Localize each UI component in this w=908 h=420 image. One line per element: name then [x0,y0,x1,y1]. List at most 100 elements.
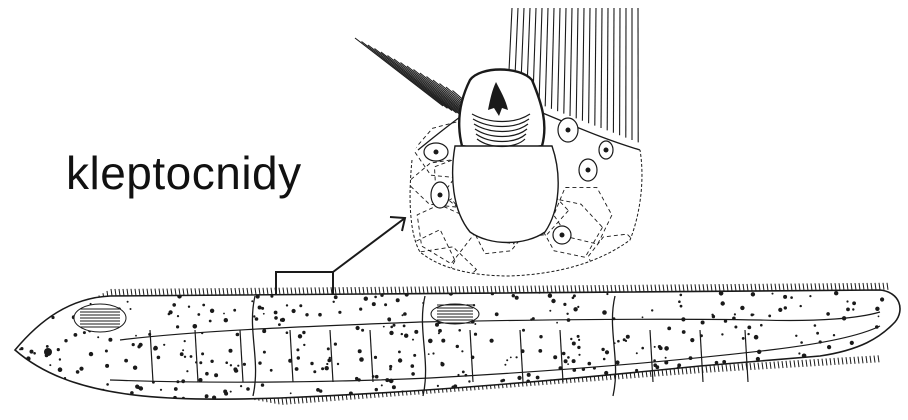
cilium [447,286,448,293]
fiber [362,42,448,109]
stipple-dot [168,313,171,316]
cilium [838,358,839,365]
cilium [739,284,740,291]
stipple-dot [665,357,667,359]
cilium [339,287,340,294]
stipple-dot [549,310,551,312]
cilium [315,287,316,294]
cilium [399,287,400,294]
stipple-dot [715,361,719,365]
cilium [323,287,324,294]
cilium [835,283,836,290]
stipple-dot [795,335,797,337]
cilium [487,286,488,293]
stipple-dot [868,377,872,381]
stipple-dot [438,329,442,333]
cilium [143,289,144,296]
stipple-dot [490,339,494,343]
mesh-cell [406,230,455,292]
stipple-dot [563,303,566,306]
stipple-dot [701,321,705,325]
stipple-dot [160,389,162,391]
stipple-dot [846,308,850,312]
stipple-dot [664,346,669,351]
stipple-dot [355,377,358,380]
stipple-dot [184,356,186,358]
stipple-dot [105,350,108,353]
stipple-dot [517,376,521,380]
stipple-dot [680,305,683,308]
cilium [319,287,320,294]
stipple-dot [548,294,552,298]
cilium [735,284,736,291]
stipple-dot [846,386,850,390]
cilium [842,357,843,364]
cilium [559,285,560,292]
cilium [810,359,811,366]
stipple-dot [534,388,536,390]
stipple-dot [814,365,818,369]
stipple-dot [364,297,368,301]
stipple-dot [19,328,23,332]
stipple-dot [270,369,273,372]
cilium [767,284,768,291]
stipple-dot [334,343,337,346]
stipple-dot [180,352,184,356]
stipple-dot [412,339,414,341]
stipple-dot [186,370,188,372]
stipple-dot [326,363,328,365]
stipple-dot [839,382,843,386]
cilium [695,284,696,291]
stipple-dot [44,383,46,385]
stipple-dot [258,306,262,310]
stipple-dot [46,345,49,348]
stipple-dot [403,325,406,328]
cilium [519,286,520,293]
cilium [862,356,863,363]
stipple-dot [620,387,622,389]
cilium [587,285,588,292]
cilium [691,284,692,291]
stipple-dot [778,308,782,312]
stipple-dot [64,339,67,342]
cilium [203,288,204,295]
stipple-dot [358,349,362,353]
stipple-dot [427,399,430,402]
stipple-dot [556,322,558,324]
stipple-dot [695,396,697,398]
cilium [407,287,408,294]
stipple-dot [458,329,461,332]
stipple-dot [261,307,264,310]
stipple-dot [182,397,185,400]
cilium [135,289,136,296]
stipple-dot [87,398,91,402]
stipple-dot [600,380,602,382]
cilium [839,283,840,290]
stipple-dot [827,345,831,349]
stipple-dot [696,394,700,398]
cilium [730,364,731,371]
stipple-dot [223,313,225,315]
cilium [707,284,708,291]
cilium [547,285,548,292]
cilium [786,361,787,368]
fiber [601,8,602,128]
stipple-dot [566,313,568,315]
stipple-dot [21,328,25,332]
cilium [783,284,784,291]
cilium [807,283,808,290]
stipple-dot [570,338,572,340]
cilium [714,365,715,372]
cilium [367,287,368,294]
cilium [579,285,580,292]
cilium [231,288,232,295]
cilium [814,359,815,366]
stipple-dot [74,333,78,337]
cilium [703,284,704,291]
stipple-dot [51,316,54,319]
stipple-dot [578,339,580,341]
cilium [455,286,456,293]
cilium [698,366,699,373]
stipple-dot [875,398,879,402]
cilium [755,284,756,291]
